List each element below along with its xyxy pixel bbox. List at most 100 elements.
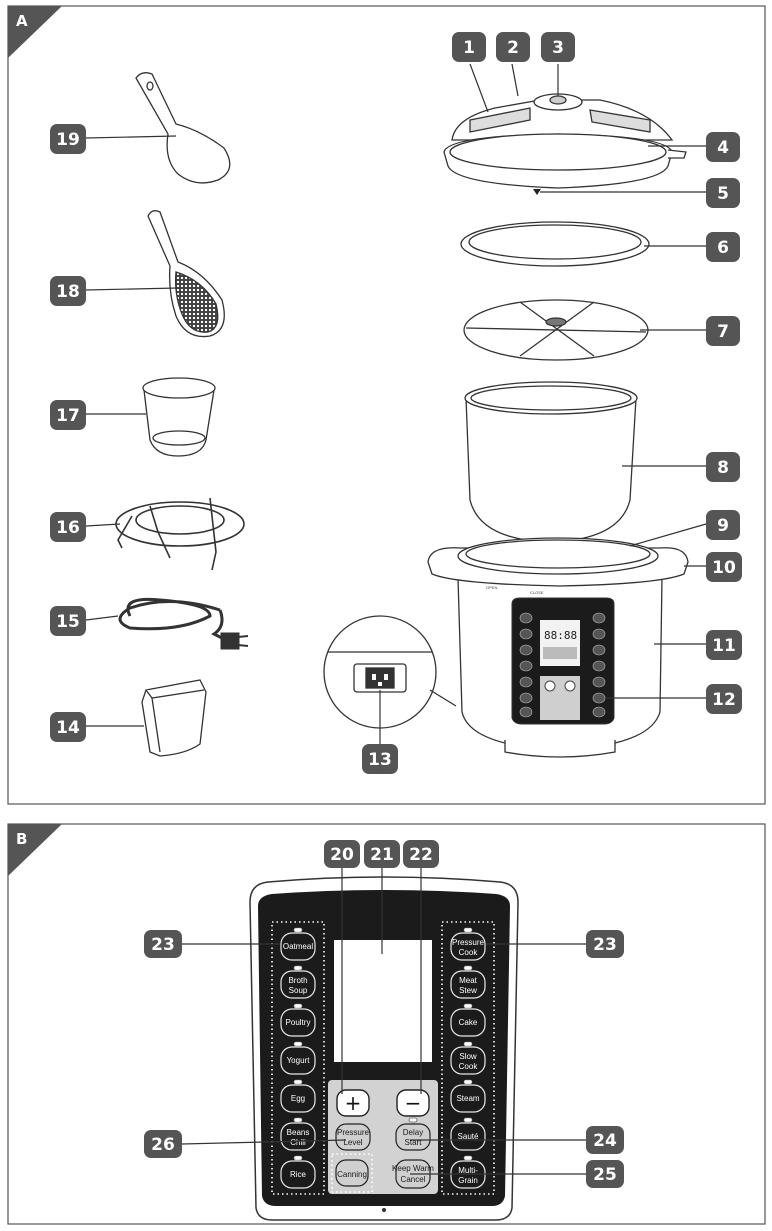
cancel-label: Cancel [401, 1175, 426, 1184]
canning-button[interactable]: Canning [335, 1159, 369, 1187]
callout-1: 1 [452, 32, 486, 62]
svg-text:9: 9 [717, 516, 729, 536]
plus-button[interactable]: + [336, 1089, 370, 1117]
program-label-line1: Cake [459, 1018, 478, 1027]
indicator-led [293, 1003, 303, 1009]
callout-8: 8 [706, 452, 740, 482]
callout-15: 15 [50, 606, 86, 636]
program-button-cake[interactable]: Cake [450, 1003, 486, 1037]
callouts-b: 20 21 22 23 23 24 25 26 [144, 840, 624, 1188]
panel-a: A [7, 5, 766, 805]
svg-text:23: 23 [151, 935, 175, 955]
callout-25: 25 [586, 1160, 624, 1188]
canning-label: Canning [337, 1170, 367, 1179]
callout-7: 7 [706, 316, 740, 346]
indicator-led [293, 927, 303, 933]
indicator-led [463, 1041, 473, 1047]
program-label-line1: Yogurt [287, 1056, 311, 1065]
indicator-led [293, 1079, 303, 1085]
program-label-line2: Grain [458, 1176, 478, 1185]
lid [443, 93, 687, 195]
program-label-line1: Broth [288, 976, 307, 985]
callout-6: 6 [706, 232, 740, 262]
minus-label: − [405, 1091, 422, 1115]
callout-10: 10 [706, 552, 742, 582]
callout-4: 4 [706, 132, 740, 162]
svg-text:25: 25 [593, 1165, 617, 1185]
svg-text:1: 1 [463, 38, 475, 58]
indicator-led [293, 1155, 303, 1161]
program-button-poultry[interactable]: Poultry [280, 1003, 316, 1037]
callout-19: 19 [50, 124, 86, 154]
section-label-a: A [16, 12, 28, 30]
svg-text:16: 16 [56, 518, 80, 538]
svg-text:21: 21 [370, 845, 394, 865]
callout-13: 13 [362, 744, 398, 774]
mini-control-panel: 88:88 [511, 597, 615, 725]
panel-b: B + − Pressure Level Del [7, 823, 766, 1225]
steam-rack [463, 299, 649, 361]
program-label-line2: Chili [290, 1138, 306, 1147]
rice-paddle [147, 210, 225, 338]
svg-text:5: 5 [717, 184, 729, 204]
svg-text:6: 6 [717, 238, 729, 258]
indicator-led [293, 1117, 303, 1123]
left-program-buttons: OatmealBrothSoupPoultryYogurtEggBeansChi… [280, 927, 316, 1189]
minus-button[interactable]: − [396, 1089, 430, 1117]
section-label-b: B [16, 830, 27, 848]
program-label-line1: Steam [456, 1094, 479, 1103]
delay-start-line1: Delay [403, 1128, 423, 1137]
program-button-egg[interactable]: Egg [280, 1079, 316, 1113]
program-label-line1: Slow [459, 1052, 477, 1061]
callout-11: 11 [706, 630, 742, 660]
svg-text:22: 22 [409, 845, 433, 865]
program-label-line1: Multi- [458, 1166, 478, 1175]
program-label-line2: Cook [459, 1062, 479, 1071]
pressure-level-line1: Pressure [337, 1128, 370, 1137]
program-button-oatmeal[interactable]: Oatmeal [280, 927, 316, 961]
power-cord [118, 597, 249, 650]
program-button-saut[interactable]: Sauté [450, 1117, 486, 1151]
program-button-steam[interactable]: Steam [450, 1079, 486, 1113]
pressure-level-button[interactable]: Pressure Level [335, 1123, 371, 1151]
svg-text:26: 26 [151, 1135, 175, 1155]
svg-text:10: 10 [712, 558, 736, 578]
program-button-rice[interactable]: Rice [280, 1155, 316, 1189]
program-label-line2: Stew [459, 986, 477, 995]
indicator-led [463, 1117, 473, 1123]
callout-26: 26 [144, 1130, 182, 1158]
svg-text:2: 2 [507, 38, 519, 58]
leader-lines-b [181, 868, 586, 1175]
callout-5: 5 [706, 178, 740, 208]
callout-23-right: 23 [586, 930, 624, 958]
program-button-yogurt[interactable]: Yogurt [280, 1041, 316, 1075]
indicator-led [463, 1155, 473, 1161]
callout-12: 12 [706, 684, 742, 714]
callouts-a: 1 2 3 4 5 6 7 8 9 10 11 12 13 14 15 16 1… [50, 32, 742, 774]
callout-2: 2 [496, 32, 530, 62]
delay-start-button[interactable]: Delay Start [395, 1117, 431, 1151]
open-label: OPEN [486, 585, 497, 590]
program-label-line1: Sauté [458, 1132, 479, 1141]
svg-text:20: 20 [330, 845, 354, 865]
indicator-led [463, 927, 473, 933]
indicator-led [293, 1041, 303, 1047]
svg-text:23: 23 [593, 935, 617, 955]
svg-text:3: 3 [552, 38, 564, 58]
inner-pot [464, 381, 638, 543]
svg-text:18: 18 [56, 282, 80, 302]
sealing-ring [460, 221, 650, 267]
callout-9: 9 [706, 510, 740, 540]
program-label-line1: Poultry [286, 1018, 311, 1027]
delay-start-line2: Start [405, 1138, 423, 1147]
condensation-collector [141, 679, 207, 757]
right-program-buttons: PressureCookMeatStewCakeSlowCookSteamSau… [450, 927, 486, 1189]
program-label-line1: Pressure [452, 938, 485, 947]
indicator-led [293, 965, 303, 971]
mini-display-digits: 88:88 [544, 629, 577, 642]
